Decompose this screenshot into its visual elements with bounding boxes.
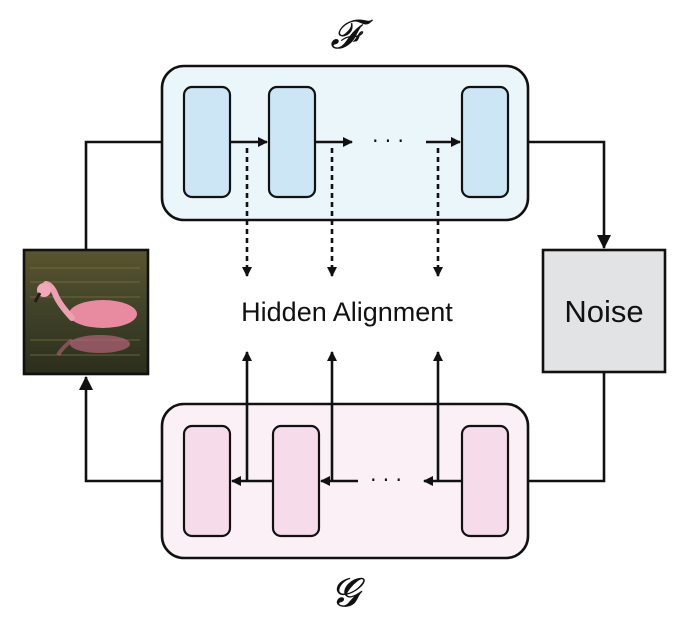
- encoder-to-noise-connector: [528, 140, 611, 249]
- noise-label: Noise: [564, 294, 643, 329]
- encoder-symbol: 𝓕: [330, 12, 373, 58]
- encoder-block-1: [182, 85, 232, 199]
- encoder-ellipsis: · · ·: [372, 129, 404, 153]
- input-image: [22, 248, 150, 376]
- decoder-block-2: [271, 424, 321, 538]
- encoder-block-2: [267, 85, 317, 199]
- decoder-to-image-connector: [79, 376, 162, 483]
- decoder-ellipsis: · · ·: [370, 468, 402, 492]
- decoder-symbol: 𝓖: [331, 570, 366, 616]
- noise-box: [541, 248, 667, 374]
- decoder-block-1: [182, 424, 232, 538]
- image-to-encoder-connector: [84, 140, 162, 250]
- decoder-block-4: [460, 424, 510, 538]
- encoder-block-4: [460, 85, 510, 199]
- hidden-alignment-label: Hidden Alignment: [241, 297, 453, 327]
- noise-to-decoder-connector: [528, 372, 606, 483]
